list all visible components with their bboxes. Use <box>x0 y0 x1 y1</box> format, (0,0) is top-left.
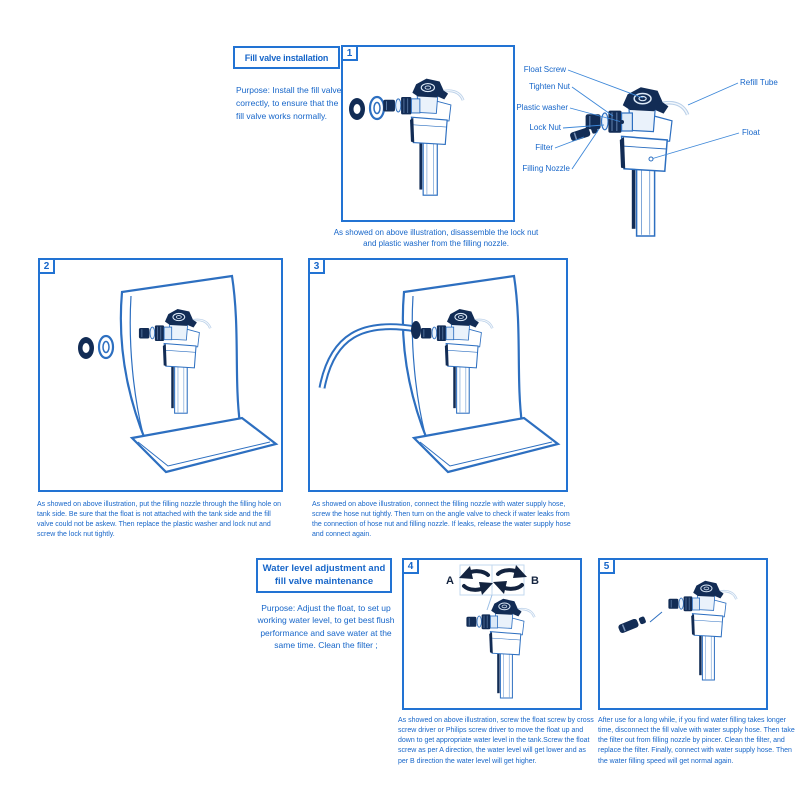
direction-b-label: B <box>531 575 539 587</box>
label-tighten-nut: Tighten Nut <box>528 82 570 91</box>
step-5-panel: 5 <box>598 558 768 710</box>
hose-connection-illustration <box>318 274 560 474</box>
step-4-panel: 4 A B <box>402 558 582 710</box>
filter-removal-illustration <box>616 579 738 682</box>
tank-mounting-illustration <box>76 274 278 474</box>
label-float-screw: Float Screw <box>523 65 566 74</box>
label-plastic-washer: Plastic washer <box>516 103 568 112</box>
step-2-number: 2 <box>38 258 55 274</box>
step-3-caption: As showed on above illustration, connect… <box>312 501 571 539</box>
float-screw-adjustment-illustration: A B <box>446 564 539 700</box>
purpose-text-installation: Purpose: Install the fill valve correctl… <box>236 85 342 122</box>
step-5-caption: After use for a long while, if you find … <box>598 717 795 765</box>
section-title-water-level-adjustment: Water level adjustment and fill valve ma… <box>256 558 392 593</box>
step-4-caption: As showed on above illustration, screw t… <box>398 717 594 765</box>
step-3-panel: 3 <box>308 258 568 492</box>
label-filter: Filter <box>535 143 553 152</box>
label-lock-nut: Lock Nut <box>529 123 561 132</box>
direction-a-label: A <box>446 575 454 587</box>
step-2-panel: 2 <box>38 258 283 492</box>
label-filling-nozzle: Filling Nozzle <box>522 164 570 173</box>
step-1-caption: As showed on above illustration, disasse… <box>333 228 539 249</box>
section-title-fill-valve-installation: Fill valve installation <box>233 46 340 69</box>
step-2-caption: As showed on above illustration, put the… <box>37 501 281 539</box>
label-float: Float <box>742 128 760 137</box>
parts-diagram: Float Screw Tighten Nut Plastic washer L… <box>512 52 800 240</box>
step-5-number: 5 <box>598 558 615 574</box>
step-3-number: 3 <box>308 258 325 274</box>
fill-valve-disassembly-illustration <box>347 77 465 197</box>
purpose-text-maintenance: Purpose: Adjust the float, to set up wor… <box>257 603 395 650</box>
rotation-arrowheads-icon <box>459 565 527 595</box>
step-1-number: 1 <box>341 45 358 61</box>
step-1-panel: 1 <box>341 45 515 222</box>
parts-diagram-illustration <box>554 69 740 238</box>
label-refill-tube: Refill Tube <box>740 78 778 87</box>
step-4-number: 4 <box>402 558 419 574</box>
rotation-arrows-icon <box>462 568 524 592</box>
